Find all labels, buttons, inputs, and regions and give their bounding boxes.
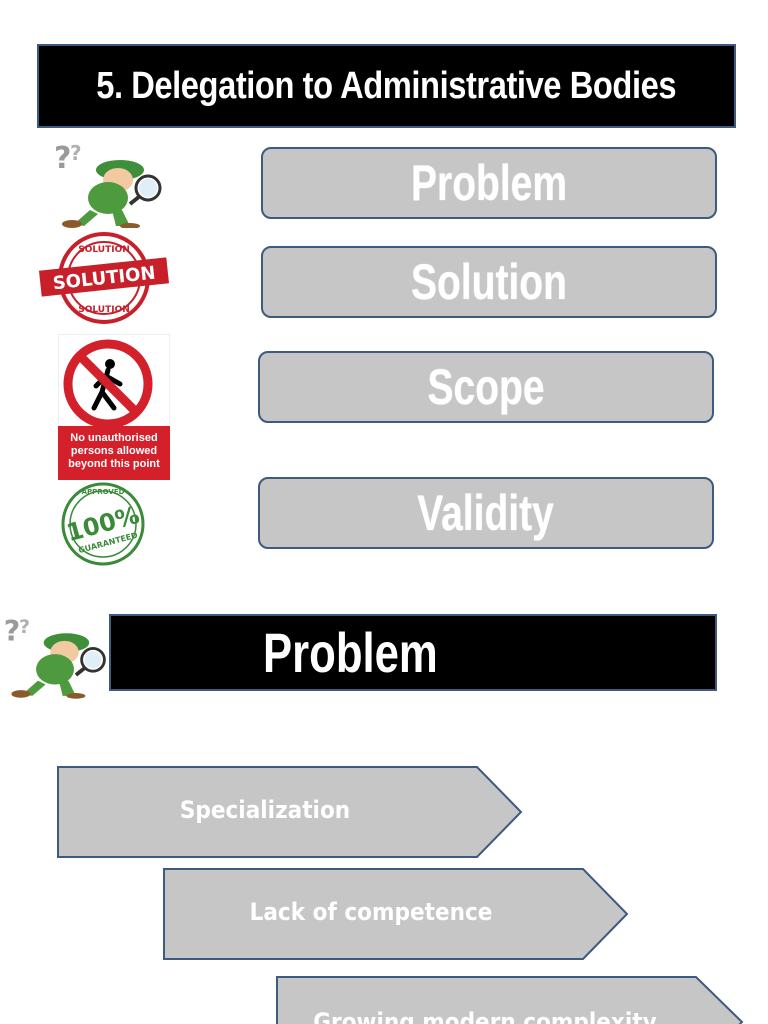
- solution-stamp-icon: SOLUTION SOLUTION SOLUTION: [38, 232, 170, 324]
- problem-item-label: Lack of competence: [249, 898, 493, 926]
- approved-text: APPROVED: [82, 488, 125, 496]
- problem-item-specialization: Specialization: [57, 766, 523, 858]
- no-entry-line-3: beyond this point: [68, 458, 160, 470]
- solution-stamp-bottom: SOLUTION: [78, 305, 130, 315]
- topic-box-validity: Validity: [258, 477, 714, 549]
- page-title: 5. Delegation to Administrative Bodies: [96, 64, 677, 107]
- topic-box-problem: Problem: [261, 147, 717, 219]
- solution-stamp-top: SOLUTION: [78, 245, 130, 255]
- topic-box-solution: Solution: [261, 246, 717, 318]
- guaranteed-stamp-icon: 100% GUARANTEED APPROVED: [61, 482, 145, 566]
- no-entry-sign-icon: No unauthorised persons allowed beyond t…: [58, 334, 170, 480]
- detective-icon: ? ?: [4, 615, 106, 699]
- svg-text:?: ?: [54, 141, 71, 176]
- problem-item-label: Specialization: [179, 796, 351, 824]
- problem-item-label: Growing modern complexity: [313, 1008, 657, 1024]
- svg-text:?: ?: [19, 616, 30, 638]
- detective-icon: ? ?: [54, 141, 162, 228]
- topic-box-scope: Scope: [258, 351, 714, 423]
- topic-label-solution: Solution: [411, 254, 567, 310]
- section-title-bar: Problem: [109, 614, 717, 691]
- topic-label-scope: Scope: [427, 359, 545, 415]
- section-title: Problem: [263, 621, 438, 684]
- svg-text:?: ?: [4, 615, 21, 648]
- topic-label-problem: Problem: [410, 155, 568, 211]
- svg-text:?: ?: [70, 141, 82, 165]
- page-title-bar: 5. Delegation to Administrative Bodies: [37, 44, 736, 128]
- no-entry-line-2: persons allowed: [71, 445, 157, 457]
- problem-item-complexity: Growing modern complexity: [276, 976, 744, 1024]
- problem-item-competence: Lack of competence: [163, 868, 629, 960]
- topic-label-validity: Validity: [417, 485, 555, 541]
- no-entry-line-1: No unauthorised: [70, 432, 157, 444]
